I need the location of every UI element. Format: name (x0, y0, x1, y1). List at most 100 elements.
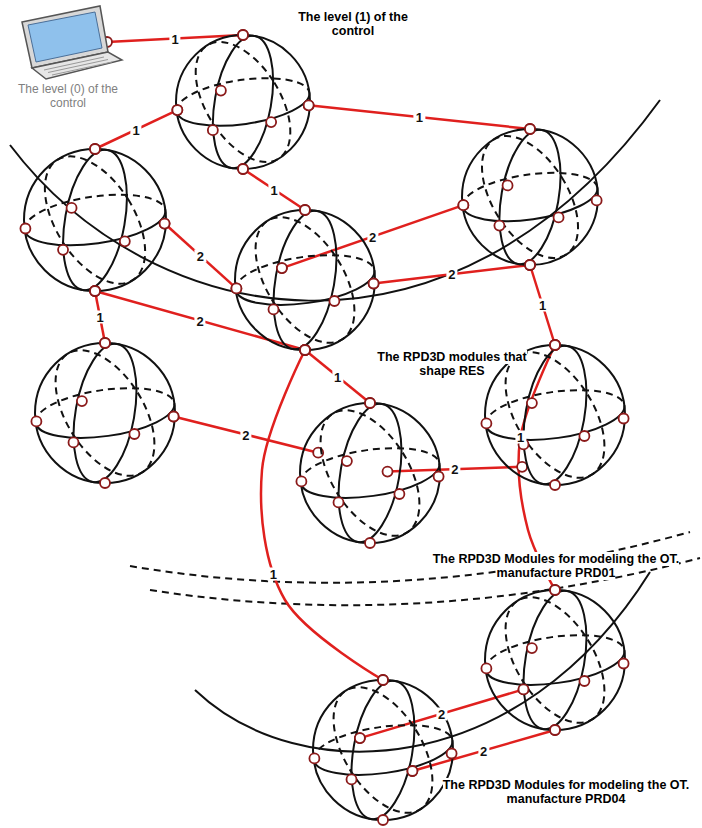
port-dot (525, 124, 535, 134)
link-level-number: 2 (478, 744, 489, 757)
port-dot (550, 340, 560, 350)
module-caption: The level (1) of the control (298, 10, 408, 38)
meridian (514, 341, 596, 489)
port-dot (517, 462, 527, 472)
port-dot (20, 224, 30, 234)
port-dot (90, 144, 100, 154)
sphere-module (24, 149, 166, 291)
equator-back (174, 71, 310, 112)
port-dot (304, 100, 314, 110)
link-level-number: 2 (194, 314, 205, 327)
port-dot (554, 212, 564, 222)
port-dot (300, 205, 310, 215)
port-dot (525, 260, 535, 270)
port-dot (527, 398, 537, 408)
port-dot (238, 164, 248, 174)
red-connector (374, 265, 530, 284)
laptop-base (32, 52, 122, 79)
meridian (342, 676, 424, 824)
equator-front (301, 463, 443, 505)
equator-back (460, 165, 598, 206)
port-dot (67, 203, 77, 213)
port-dot (269, 304, 279, 314)
link-level-number: 1 (515, 430, 526, 443)
red-connector (165, 224, 237, 289)
port-dot (458, 200, 468, 210)
meridian-dashed (176, 26, 310, 179)
sphere-border (176, 35, 310, 169)
port-dot (550, 585, 560, 595)
node-text-holder: The RPD3D Modules for modeling the OT. m… (413, 552, 699, 580)
port-dot (579, 431, 589, 441)
meridian-dashed (300, 393, 439, 553)
port-dot (550, 340, 560, 350)
port-dot (550, 725, 560, 735)
sphere-module (462, 129, 598, 265)
sphere-outline (462, 129, 598, 265)
orbit-arc (195, 572, 650, 752)
port-dot (238, 30, 248, 40)
port-dot (277, 263, 287, 273)
node-text-holder: The RPD3D modules that shape RES (377, 350, 527, 378)
port-dot (527, 643, 537, 653)
port-dot (394, 489, 404, 499)
sphere-outline (235, 210, 375, 350)
laptop-keys (48, 60, 108, 73)
laptop-screen (28, 12, 102, 62)
laptop-keys (52, 62, 112, 75)
meridian (514, 586, 596, 734)
meridian (490, 125, 570, 269)
port-dot (231, 283, 241, 293)
port-dot (383, 467, 393, 477)
node-text-holder: The level (0) of the control (4, 82, 132, 110)
sphere-outline (35, 343, 175, 483)
port-dot (355, 733, 365, 743)
port-dot (503, 180, 513, 190)
port-dot (519, 684, 529, 694)
link-level-number: 1 (169, 32, 180, 45)
link-level-number: 2 (195, 249, 206, 262)
port-dot (100, 338, 110, 348)
port-dot (90, 286, 100, 296)
sphere-outline (24, 149, 166, 291)
port-dot (90, 286, 100, 296)
red-connector (530, 265, 555, 345)
meridian (53, 145, 136, 295)
sphere-border (462, 129, 598, 265)
port-dot (407, 766, 417, 776)
meridian-dashed (313, 670, 452, 828)
meridian (329, 399, 411, 547)
port-dot (355, 733, 365, 743)
sphere-border (235, 210, 375, 350)
meridian-dashed (485, 580, 624, 740)
equator-back (232, 247, 374, 289)
port-dot (304, 100, 314, 110)
port-dot (172, 105, 182, 115)
equator-front (25, 210, 169, 253)
laptop-keys (44, 57, 104, 70)
link-level-number: 2 (367, 230, 378, 243)
equator-front (177, 93, 313, 134)
meridian-dashed (35, 333, 174, 493)
module-caption: The RPD3D modules that shape RES (377, 350, 526, 378)
break-dashed-line (130, 532, 690, 583)
port-dot (90, 144, 100, 154)
sphere-border (300, 403, 440, 543)
equator-back (482, 382, 624, 424)
port-dot (592, 195, 602, 205)
equator-front (236, 270, 378, 312)
sphere-module: The RPD3D Modules for modeling the OT. m… (313, 680, 453, 820)
port-dot (100, 478, 110, 488)
port-dot (550, 725, 560, 735)
port-dot (277, 263, 287, 273)
red-connector (174, 417, 319, 453)
node-text-holder: The level (1) of the control (298, 10, 408, 38)
link-level-number: 1 (537, 299, 548, 312)
red-connector (243, 169, 305, 210)
port-dot (378, 675, 388, 685)
sphere-border (485, 590, 625, 730)
port-dot (494, 221, 504, 231)
port-dot (525, 260, 535, 270)
port-dot (160, 219, 170, 229)
